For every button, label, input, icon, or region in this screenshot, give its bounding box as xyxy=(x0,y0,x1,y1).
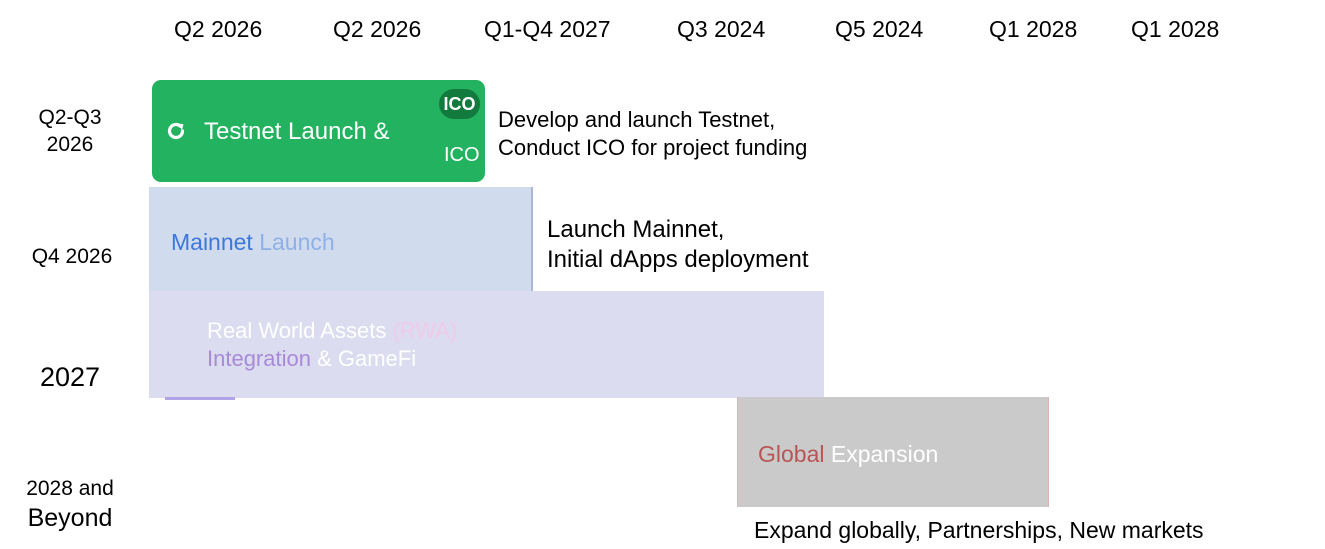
bar-label: Global Expansion xyxy=(758,441,938,468)
bar-label-part: Expansion xyxy=(830,441,939,467)
column-header: Q5 2024 xyxy=(835,16,924,42)
column-header: Q1-Q4 2027 xyxy=(484,16,611,42)
bar-label: Real World Assets (RWA) Integration & Ga… xyxy=(207,317,457,373)
bar-label-part: Integration xyxy=(207,346,311,372)
task-description: Expand globally, Partnerships, New marke… xyxy=(754,517,1204,543)
bar-label: Mainnet Launch xyxy=(171,229,335,256)
description-line: Develop and launch Testnet, xyxy=(498,107,776,132)
task-description: Launch Mainnet, Initial dApps deployment xyxy=(547,215,809,276)
gantt-bar-testnet: Testnet Launch & ICO ICO xyxy=(152,80,485,182)
row-label-line: Q2-Q3 xyxy=(38,106,102,129)
row-label: Q2-Q3 2026 xyxy=(20,104,120,159)
column-header: Q1 2028 xyxy=(1131,16,1220,42)
row-label-line: Beyond xyxy=(27,504,113,533)
bar-label-part: Global xyxy=(758,441,825,467)
bar-label: Testnet Launch & xyxy=(204,118,389,146)
bar-label-part: & GameFi xyxy=(317,346,417,372)
bar-accent-line xyxy=(165,397,235,400)
bar-label-part: Mainnet xyxy=(171,229,253,255)
row-label-line: 2028 and xyxy=(26,477,114,500)
column-header: Q1 2028 xyxy=(989,16,1078,42)
bar-label-part: (RWA) xyxy=(392,318,458,343)
description-line: Conduct ICO for project funding xyxy=(498,134,808,160)
bar-label-part: Launch xyxy=(259,229,335,255)
column-header: Q3 2024 xyxy=(677,16,766,42)
ico-badge: ICO xyxy=(439,89,480,119)
refresh-icon xyxy=(167,122,185,140)
column-header: Q2 2026 xyxy=(333,16,422,42)
bar-label-part: & xyxy=(373,118,390,145)
row-label-line: 2026 xyxy=(46,133,94,157)
description-line: Launch Mainnet, xyxy=(547,216,725,243)
description-line: Initial dApps deployment xyxy=(547,246,809,274)
row-label: 2027 xyxy=(39,362,101,392)
gantt-bar-rwa: Real World Assets (RWA) Integration & Ga… xyxy=(149,291,824,398)
row-label: Q4 2026 xyxy=(31,245,113,268)
bar-label-part: ICO xyxy=(444,144,480,166)
column-header: Q2 2026 xyxy=(174,16,263,42)
task-description: Develop and launch Testnet, Conduct ICO … xyxy=(498,106,807,162)
row-label: 2028 and Beyond xyxy=(10,475,130,535)
bar-label-part: Real World Assets xyxy=(207,318,387,343)
gantt-bar-mainnet: Mainnet Launch xyxy=(149,187,533,292)
gantt-bar-global: Global Expansion xyxy=(737,397,1049,507)
bar-label-part: Testnet Launch xyxy=(204,118,367,145)
